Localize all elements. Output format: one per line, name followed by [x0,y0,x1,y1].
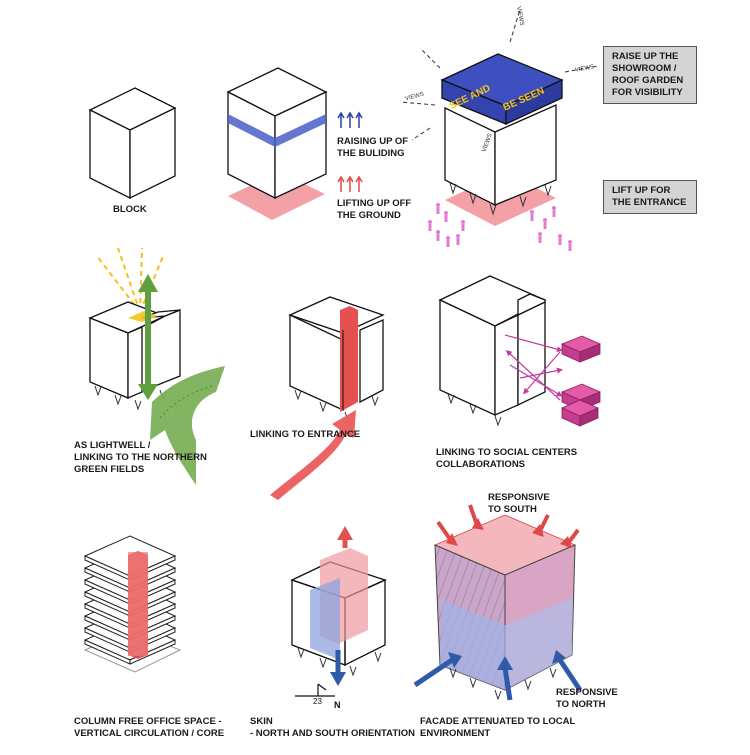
people-icon [428,203,572,251]
label-skin: SKIN - NORTH AND SOUTH ORIENTATION [250,716,416,739]
skin-diagram [290,526,387,697]
label-responsive-north: RESPONSIVE TO NORTH [556,687,618,710]
floor-slab-edge [129,639,176,665]
label-linking-entrance: LINKING TO ENTRANCE [250,429,361,440]
showroom-diagram [399,9,599,226]
label-facade: FACADE ATTENUATED TO LOCAL ENVIRONMENT [420,716,576,739]
facade-diagram [413,504,583,701]
label-raise-showroom: RAISE UP THE SHOWROOM / ROOF GARDEN FOR … [603,46,697,104]
label-lightwell: AS LIGHTWELL / LINKING TO THE NORTHERN G… [74,440,207,475]
raising-arrows-icon [337,111,363,128]
social-centers-diagram [438,275,602,427]
entrance-diagram [270,296,385,500]
north-arrow-icon [295,683,335,697]
label-angle: 23 [313,697,322,706]
label-lift-entrance: LIFT UP FOR THE ENTRANCE [603,180,697,214]
label-raising: RAISING UP OF THE BULIDING [337,136,409,159]
lifting-arrows-icon [337,175,363,192]
lightwell-diagram [88,247,225,485]
column-free-diagram [83,535,182,673]
label-column-free: COLUMN FREE OFFICE SPACE - VERTICAL CIRC… [74,716,225,739]
raising-block-diagram [226,67,328,220]
label-responsive-south: RESPONSIVE TO SOUTH [488,492,550,515]
label-north: N [334,700,341,710]
label-social: LINKING TO SOCIAL CENTERS COLLABORATIONS [436,447,578,470]
label-lifting: LIFTING UP OFF THE GROUND [337,198,412,221]
label-block: BLOCK [113,204,147,215]
block-diagram [88,87,177,200]
